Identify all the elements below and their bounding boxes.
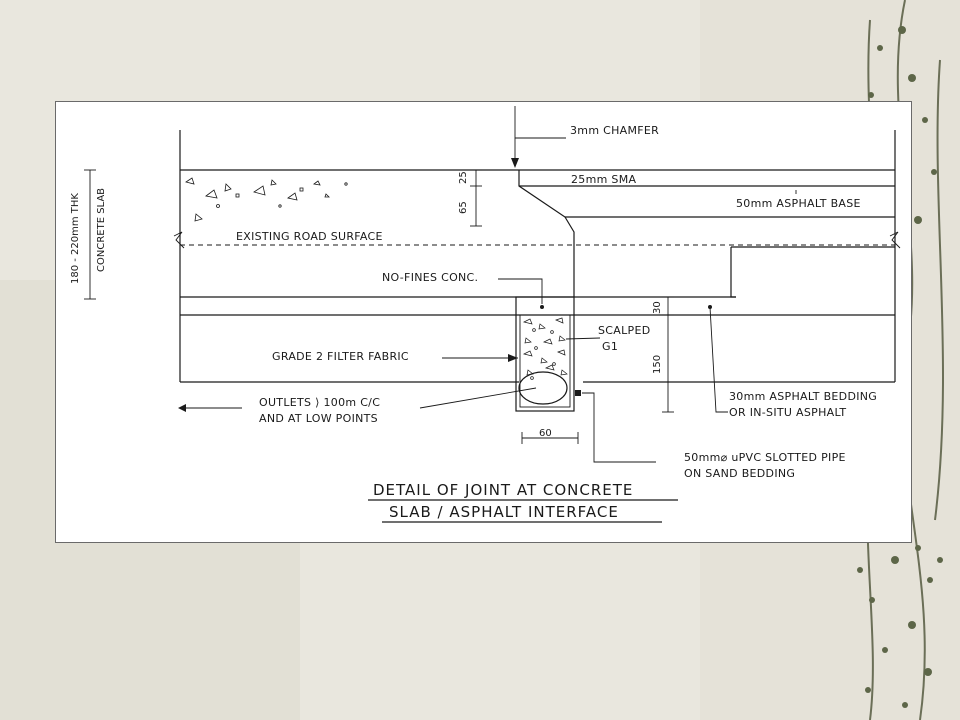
layer-dimensions [470,169,482,227]
scalped-g1-label: G1 [602,340,618,353]
slab-thickness-dimension [84,169,96,300]
trench-width-dimension [521,432,579,444]
concrete-aggregate [185,177,348,222]
trench-dimensions [662,296,674,413]
chamfer-label: 3mm CHAMFER [570,124,659,137]
pipe-label-line2: ON SAND BEDDING [684,467,795,480]
pipe-label-line1: 50mm⌀ uPVC SLOTTED PIPE [684,451,846,464]
dim-30: 30 [652,301,663,314]
dim-25: 25 [458,171,469,184]
drainage-trench [515,296,575,412]
outlets-leader [178,387,537,412]
bedding-label-line1: 30mm ASPHALT BEDDING [729,390,877,403]
title-line2: SLAB / ASPHALT INTERFACE [389,503,619,521]
joint-detail-drawing: 180 - 220mm THK CONCRETE SLAB [70,106,901,523]
outlets-label-line1: OUTLETS ⟩ 100m C/C [259,396,380,409]
title-line1: DETAIL OF JOINT AT CONCRETE [373,481,633,499]
sma-label: 25mm SMA [571,173,636,186]
existing-surface-label: EXISTING ROAD SURFACE [236,230,383,243]
slotted-pipe [518,371,568,405]
bedding-label-line2: OR IN-SITU ASPHALT [729,406,846,419]
scalped-label: SCALPED [598,324,650,337]
asphalt-base-label: 50mm ASPHALT BASE [736,197,861,210]
slab-thickness-label: 180 - 220mm THK [70,193,81,284]
drawing-panel: 180 - 220mm THK CONCRETE SLAB [55,101,912,543]
filter-fabric-label: GRADE 2 FILTER FABRIC [272,350,409,363]
dim-65: 65 [458,201,469,214]
slab-label: CONCRETE SLAB [96,188,107,272]
dim-60: 60 [539,428,552,439]
outlets-label-line2: AND AT LOW POINTS [259,412,378,425]
no-fines-label: NO-FINES CONC. [382,271,478,284]
pavement-layers [173,130,901,383]
dim-150: 150 [652,355,663,374]
pipe-outlet-marker [575,390,581,396]
scalped-g1-fill [522,317,568,380]
chamfer-leader [511,106,566,168]
